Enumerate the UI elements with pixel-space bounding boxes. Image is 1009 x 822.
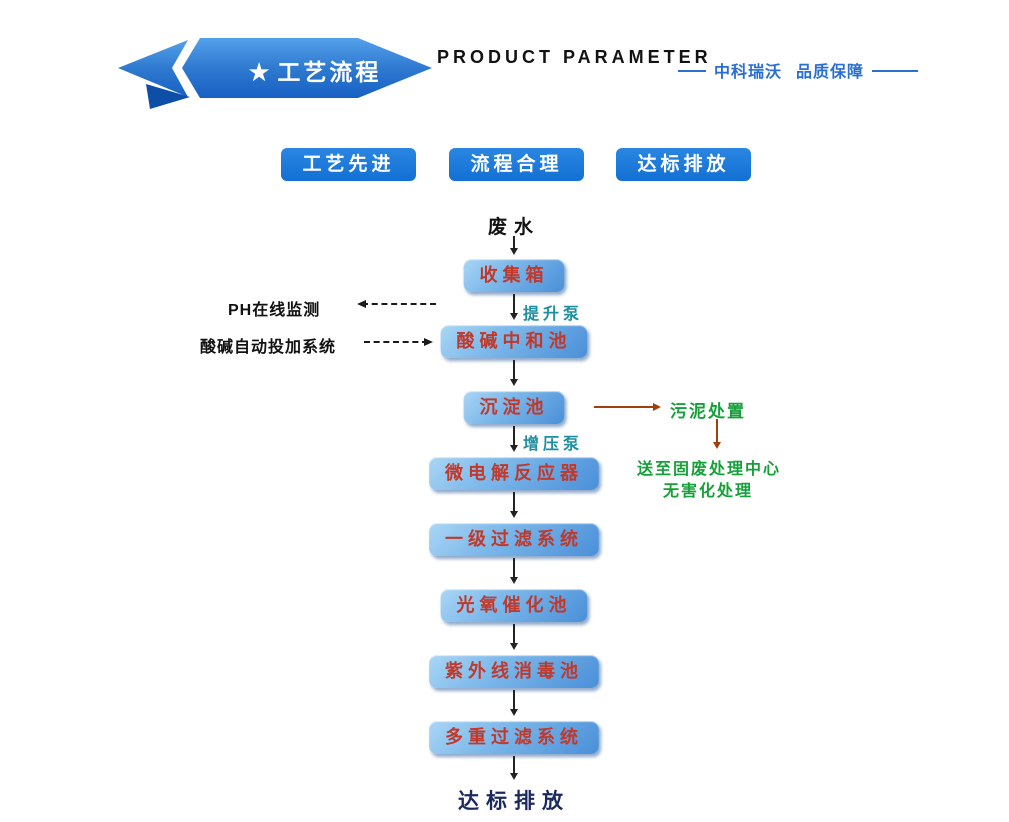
arrow-wastewater-to-collection [510,236,518,255]
flow-source-wastewater: 废水 [487,217,541,238]
section-title: PRODUCT PARAMETER [437,47,712,67]
divider-line-right [872,70,919,72]
label-sludge-disposal: 污泥处置 [670,402,746,421]
arrow-sedimentation-to-electrolysis [510,426,518,452]
flow-node-primary-filter-system: 一级过滤系统 [429,523,599,556]
arrow-photocatalysis-to-uv [510,624,518,650]
label-solid-waste-center-line2: 无害化处理 [663,483,754,500]
flow-node-uv-disinfection-pool: 紫外线消毒池 [429,655,599,688]
label-booster-pump: 增压泵 [523,436,584,453]
brand-tagline: 中科瑞沃 品质保障 [678,58,919,82]
label-ph-online-monitor: PH在线监测 [228,302,321,319]
arrow-neutralization-to-sedimentation [510,360,518,386]
flow-node-collection-tank: 收集箱 [463,259,565,292]
arrow-sludge-to-disposal-center [713,419,721,449]
badge-advanced-technology: 工艺先进 [281,148,416,181]
divider-line-left [678,70,706,72]
flow-node-photo-oxidation-pool: 光氧催化池 [440,589,588,622]
arrow-collection-to-neutralization [510,294,518,320]
brand-slogan: 品质保障 [796,64,865,81]
arrow-uv-to-multifilter [510,690,518,716]
banner-ribbon [118,38,432,109]
badge-standard-discharge: 达标排放 [616,148,751,181]
label-solid-waste-center-line1: 送至固废处理中心 [637,461,782,478]
flow-outcome-standard-discharge: 达标排放 [458,790,570,813]
label-acid-base-dosing-system: 酸碱自动投加系统 [200,339,337,356]
flow-node-multi-filter-system: 多重过滤系统 [429,721,599,754]
badge-reasonable-process: 流程合理 [449,148,584,181]
banner-body [182,38,432,98]
arrow-sedimentation-to-sludge [594,403,661,411]
flow-node-micro-electrolysis-reactor: 微电解反应器 [429,457,599,490]
arrow-multifilter-to-discharge [510,756,518,780]
dashed-arrow-to-ph-monitor [357,300,436,308]
banner-left-arrow [118,40,188,97]
banner-title-text: 工艺流程 [277,59,382,85]
flow-node-neutralization-pool: 酸碱中和池 [440,325,588,358]
dashed-arrow-dosing-to-pool [364,338,433,346]
star-icon: ★ [248,59,270,85]
arrow-filter1-to-photocatalysis [510,558,518,584]
arrow-electrolysis-to-filter1 [510,492,518,518]
banner-title: ★ 工艺流程 [200,53,430,87]
banner-fold-triangle [146,84,190,109]
label-lift-pump: 提升泵 [523,306,584,323]
flow-node-sedimentation-pool: 沉淀池 [463,391,565,424]
brand-name: 中科瑞沃 [714,64,783,81]
